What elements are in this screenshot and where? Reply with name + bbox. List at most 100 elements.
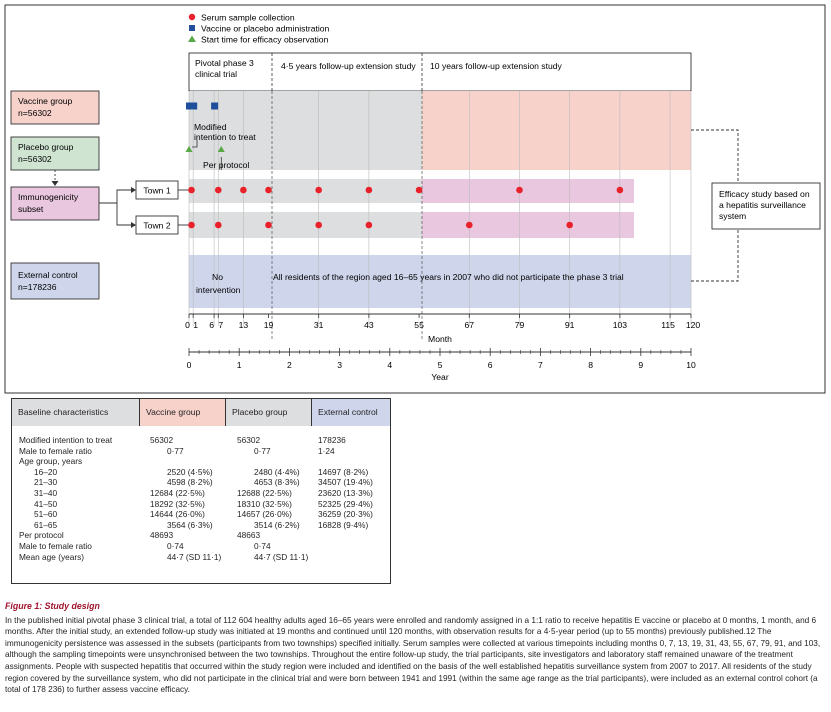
town2-sample-month-0 [188, 221, 195, 229]
month-tick-label: 103 [613, 320, 628, 330]
row-label: Modified intention to treat [19, 435, 113, 445]
placebo-cell: 2480 (4·4%) [254, 466, 300, 477]
table-row: Age group, years [12, 456, 390, 467]
external-cell: 52325 (29·4%) [318, 498, 373, 509]
year-tick-label: 2 [287, 360, 292, 370]
vaccine-cell: 0·77 [167, 445, 184, 456]
placebo-cell: 0·74 [254, 540, 271, 551]
legend-serum-label: Serum sample collection [201, 13, 295, 23]
month-tick-label: 1 [193, 320, 198, 330]
external-control-band [189, 255, 691, 308]
year-tick-label: 4 [387, 360, 392, 370]
vaccine-group-title: Vaccine group [18, 96, 73, 106]
immunogenicity-box [10, 186, 100, 221]
external-control-box [10, 262, 100, 300]
table-row: Mean age (years)44·7 (SD 11·1)44·7 (SD 1… [12, 552, 390, 563]
town2-sample-month-67 [465, 221, 473, 229]
town2-sample-month-7 [214, 221, 222, 229]
external-cell: 23620 (13·3%) [318, 487, 373, 498]
month-tick-label: 31 [314, 320, 324, 330]
placebo-cell: 56302 [237, 435, 261, 445]
efficacy-study-box [711, 182, 821, 230]
month-tick-label: 7 [218, 320, 223, 330]
placebo-cell: 14657 (26·0%) [237, 509, 292, 520]
row-label: Male to female ratio [19, 540, 92, 551]
phase-followup10-label: 10 years follow-up extension study [430, 61, 563, 71]
legend-vaccine-label: Vaccine or placebo administration [201, 24, 330, 34]
pivotal-band [189, 91, 422, 170]
year-tick-label: 10 [686, 360, 696, 370]
month-tick-label: 79 [515, 320, 525, 330]
year-tick-label: 9 [638, 360, 643, 370]
external-control-title: External control [18, 270, 78, 280]
town1-label: Town 1 [143, 186, 170, 196]
vaccine-cell: 3564 (6·3%) [167, 519, 213, 530]
external-cell: 178236 [318, 435, 346, 445]
town1-arrowhead [131, 187, 136, 193]
baseline-table: Baseline characteristics Vaccine group P… [11, 398, 391, 584]
month-tick-label: 43 [364, 320, 374, 330]
town1-sample-month-55 [415, 186, 423, 194]
town1-early-band [189, 179, 422, 203]
year-tick-label: 1 [237, 360, 242, 370]
efficacy-start-markers [185, 140, 225, 170]
town1-sample-month-13 [240, 186, 247, 194]
month-tick-label: 91 [565, 320, 575, 330]
dose-markers [186, 102, 219, 110]
table-header-baseline: Baseline characteristics [12, 399, 140, 426]
year-tick-label: 6 [488, 360, 493, 370]
external-control-n: n=178236 [18, 282, 57, 292]
placebo-cell: 0·77 [254, 445, 271, 456]
town1-sample-month-79 [516, 186, 523, 194]
town1-connector [99, 189, 131, 204]
month-tick-label: 19 [264, 320, 274, 330]
placebo-group-n: n=56302 [18, 154, 52, 164]
vaccine-cell: 0·74 [167, 540, 184, 551]
town2-connector [116, 203, 131, 226]
row-label: 16–20 [34, 466, 58, 477]
month-tick-label: 115 [661, 320, 675, 330]
placebo-cell: 3514 (6·2%) [254, 519, 300, 530]
row-label: Age group, years [19, 456, 83, 467]
month-tick-label: 13 [239, 320, 249, 330]
vaccine-group-box [10, 90, 100, 125]
figure-caption: Figure 1: Study design In the published … [5, 601, 827, 696]
year-tick-label: 0 [187, 360, 192, 370]
vaccine-group-n: n=56302 [18, 108, 52, 118]
placebo-cell: 12688 (22·5%) [237, 487, 292, 498]
row-label: Per protocol [19, 530, 64, 541]
month-axis-title: Month [428, 334, 452, 344]
serum-sample-markers [188, 186, 624, 229]
row-label: 41–50 [34, 498, 58, 509]
dose-marker-month-6 [211, 102, 219, 110]
table-row: Male to female ratio 0·74 0·74 [12, 541, 390, 552]
month-tick-label: 120 [686, 320, 701, 330]
vaccine-cell: 18292 (32·5%) [150, 498, 205, 509]
efficacy-start-marker-month-7 [217, 146, 225, 152]
town1-sample-month-103 [616, 186, 624, 194]
town1-sample-month-31 [315, 186, 322, 194]
month-tick-label: 67 [465, 320, 475, 330]
placebo-group-title: Placebo group [18, 142, 74, 152]
study-design-diagram: Serum sample collection Vaccine or place… [4, 4, 826, 394]
serum-legend-marker [188, 13, 196, 21]
dose-marker-month-0 [186, 102, 193, 110]
external-cell: 34507 (19·4%) [318, 477, 373, 488]
vaccine-legend-marker [189, 25, 195, 31]
year-axis-title: Year [431, 372, 449, 382]
month-tick-label: 6 [209, 320, 214, 330]
placebo-group-box [10, 136, 100, 171]
town1-sample-month-19 [265, 186, 272, 194]
table-header-placebo: Placebo group [226, 399, 312, 426]
residents-label: All residents of the region aged 16–65 y… [273, 272, 624, 282]
month-tick-label: 0 [185, 320, 190, 330]
table-header-external: External control [312, 399, 390, 426]
